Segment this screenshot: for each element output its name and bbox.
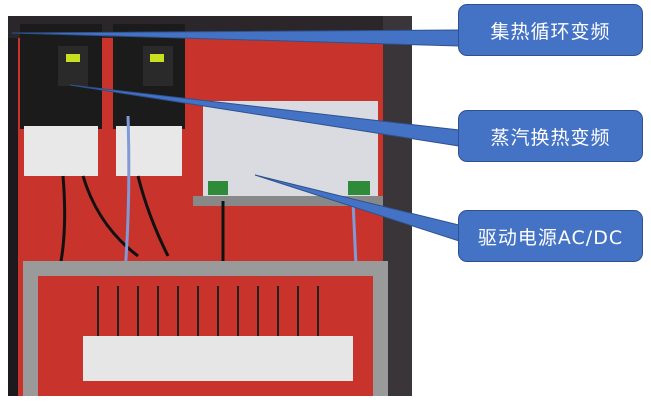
control-cabinet-photo [8, 16, 412, 396]
inverter-drive-1 [20, 24, 102, 176]
inverter-drive-2 [113, 24, 185, 176]
callout-label: 驱动电源AC/DC [477, 226, 624, 249]
power-supply-unit [193, 101, 383, 206]
callout-collector-circulation-inverter: 集热循环变频 [458, 4, 643, 56]
terminal-rail-enclosure [23, 261, 388, 396]
callout-drive-power-supply: 驱动电源AC/DC [458, 210, 643, 262]
callout-label: 集热循环变频 [490, 20, 611, 43]
callout-label: 蒸汽换热变频 [490, 126, 611, 149]
callout-steam-heat-exchange-inverter: 蒸汽换热变频 [458, 110, 643, 162]
